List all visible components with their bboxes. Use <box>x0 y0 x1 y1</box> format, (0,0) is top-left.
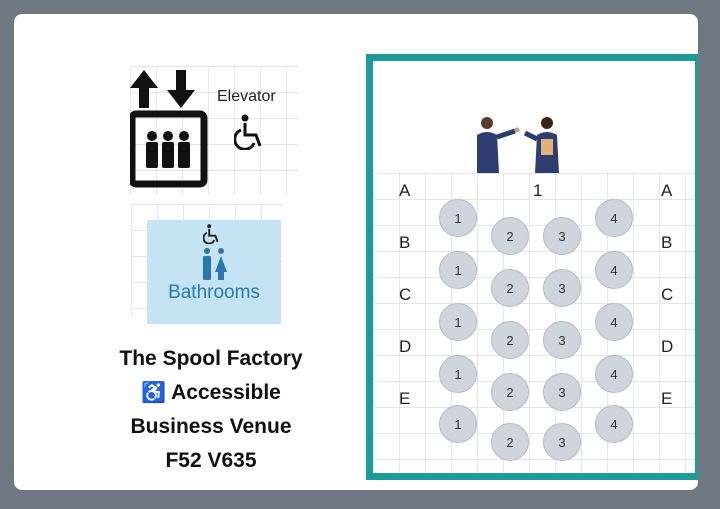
elevator-icon <box>130 70 208 188</box>
wheelchair-icon: ♿ <box>141 382 167 404</box>
seat[interactable]: 3 <box>543 269 581 307</box>
table-number: 1 <box>533 181 543 200</box>
seat[interactable]: 4 <box>595 303 633 341</box>
venue-card: Elevator Bathrooms The Spool Factory ♿ A… <box>14 14 698 490</box>
seat[interactable]: 3 <box>543 423 581 461</box>
seat[interactable]: 4 <box>595 251 633 289</box>
elevator-people-icon <box>146 131 190 168</box>
row-label-right: B <box>661 233 673 252</box>
seat[interactable]: 2 <box>491 269 529 307</box>
venue-eircode: F52 V635 <box>165 449 257 472</box>
seat[interactable]: 2 <box>491 217 529 255</box>
row-label-right: E <box>661 389 673 408</box>
up-down-arrows-icon <box>130 70 195 108</box>
seating-plan: 1 A B C D E A B C D E 1 1 1 1 1 2 2 2 2 … <box>366 54 698 480</box>
seat[interactable]: 4 <box>595 405 633 443</box>
seat[interactable]: 3 <box>543 321 581 359</box>
presenters-illustration <box>477 117 559 173</box>
row-label-left: B <box>399 233 411 252</box>
bathrooms-label: Bathrooms <box>168 282 260 303</box>
row-label-left: A <box>399 181 411 200</box>
accessible-text: Accessible <box>171 381 281 404</box>
venue-type: Business Venue <box>130 415 292 438</box>
seat[interactable]: 1 <box>439 355 477 393</box>
wheelchair-icon <box>234 114 262 150</box>
bathrooms-panel: Bathrooms <box>147 220 281 324</box>
row-label-right: D <box>661 337 674 356</box>
seat[interactable]: 1 <box>439 199 477 237</box>
wheelchair-icon <box>203 224 219 244</box>
seat[interactable]: 2 <box>491 423 529 461</box>
seating-grid-background <box>373 173 695 473</box>
seat[interactable]: 3 <box>543 217 581 255</box>
venue-name: The Spool Factory <box>119 347 303 370</box>
elevator-label: Elevator <box>217 88 276 105</box>
seat[interactable]: 1 <box>439 303 477 341</box>
row-label-right: C <box>661 285 674 304</box>
row-label-right: A <box>661 181 673 200</box>
row-label-left: E <box>399 389 411 408</box>
venue-info: The Spool Factory ♿ Accessible Business … <box>86 342 336 478</box>
elevator-grid-background <box>130 66 298 194</box>
seat[interactable]: 1 <box>439 251 477 289</box>
seat[interactable]: 2 <box>491 373 529 411</box>
seat[interactable]: 1 <box>439 405 477 443</box>
seat[interactable]: 4 <box>595 355 633 393</box>
row-label-left: C <box>399 285 412 304</box>
restroom-icon <box>203 248 227 280</box>
seat[interactable]: 2 <box>491 321 529 359</box>
seat[interactable]: 3 <box>543 373 581 411</box>
seat[interactable]: 4 <box>595 199 633 237</box>
row-label-left: D <box>399 337 412 356</box>
venue-accessible-line: ♿ Accessible <box>86 376 336 410</box>
